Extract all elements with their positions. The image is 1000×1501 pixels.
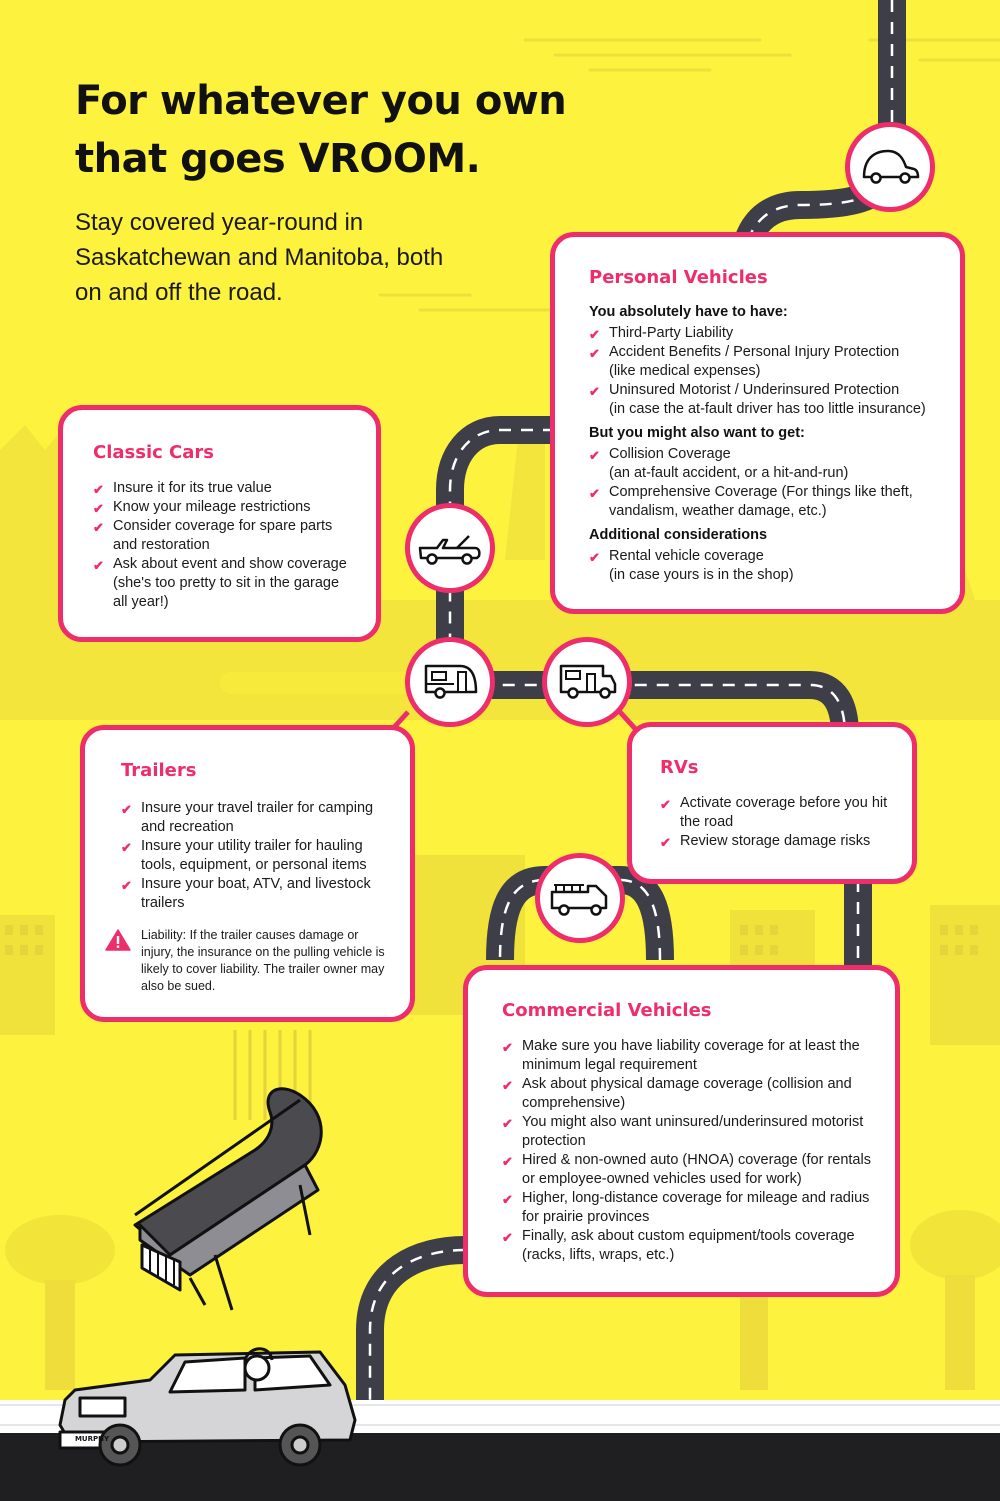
check-icon: ✔	[589, 384, 600, 399]
check-icon: ✔	[121, 840, 132, 855]
check-icon: ✔	[502, 1154, 513, 1169]
scenery-windows	[5, 925, 978, 955]
list-item: ✔Consider coverage for spare parts and r…	[93, 518, 333, 553]
check-icon: ✔	[121, 878, 132, 893]
warning-icon	[105, 929, 131, 951]
card-classic-cars: Classic Cars ✔Insure it for its true val…	[58, 405, 381, 642]
list-item: ✔Activate coverage before you hit the ro…	[660, 795, 888, 830]
list-item: ✔Comprehensive Coverage (For things like…	[589, 484, 913, 519]
list-item: ✔Ask about physical damage coverage (col…	[502, 1076, 852, 1111]
list-item: ✔Review storage damage risks	[660, 833, 871, 850]
card-title: Classic Cars	[93, 442, 215, 463]
section-heading: Additional considerations	[589, 527, 768, 543]
check-icon: ✔	[93, 520, 104, 535]
card-trailers: Trailers ✔Insure your travel trailer for…	[80, 725, 415, 1022]
title-line-1: For whatever you own	[75, 78, 567, 124]
check-icon: ✔	[93, 482, 104, 497]
check-icon: ✔	[502, 1192, 513, 1207]
list-item: ✔Uninsured Motorist / Underinsured Prote…	[589, 382, 926, 417]
list-item: ✔Finally, ask about custom equipment/too…	[502, 1228, 855, 1263]
title-line-2: that goes VROOM.	[75, 136, 481, 182]
section-heading: You absolutely have to have:	[589, 304, 788, 320]
classic-list: ✔Insure it for its true value ✔Know your…	[93, 479, 356, 612]
scenery-lower-trees	[5, 1210, 1000, 1390]
list-item: ✔Insure your boat, ATV, and livestock tr…	[121, 876, 371, 911]
page-subtitle: Stay covered year-round in Saskatchewan …	[75, 209, 444, 306]
card-title: Trailers	[121, 760, 197, 781]
list-item: ✔Ask about event and show coverage (she'…	[93, 556, 347, 610]
badge-trailer	[405, 637, 495, 727]
list-item: ✔Hired & non-owned auto (HNOA) coverage …	[502, 1152, 871, 1187]
convertible-icon	[418, 535, 481, 565]
piano-icon	[133, 1087, 323, 1311]
truck-icon	[550, 884, 608, 916]
check-icon: ✔	[93, 501, 104, 516]
list-item: ✔Rental vehicle coverage(in case yours i…	[589, 548, 794, 583]
rv-icon	[559, 664, 617, 699]
check-icon: ✔	[660, 835, 671, 850]
check-icon: ✔	[121, 802, 132, 817]
badge-rv	[542, 637, 632, 727]
check-icon: ✔	[502, 1078, 513, 1093]
check-icon: ✔	[502, 1040, 513, 1055]
list-item: ✔Third-Party Liability	[589, 325, 734, 342]
badge-classic-car	[405, 503, 495, 593]
street	[0, 1433, 1000, 1501]
check-icon: ✔	[589, 550, 600, 565]
list-item: ✔Collision Coverage(an at-fault accident…	[589, 446, 849, 481]
check-icon: ✔	[589, 448, 600, 463]
optional-list: ✔Collision Coverage(an at-fault accident…	[589, 445, 940, 521]
check-icon: ✔	[589, 327, 600, 342]
check-icon: ✔	[660, 797, 671, 812]
license-plate: MURPHY	[74, 1435, 110, 1443]
check-icon: ✔	[589, 346, 600, 361]
list-item: ✔Insure your utility trailer for hauling…	[121, 838, 367, 873]
additional-list: ✔Rental vehicle coverage(in case yours i…	[589, 547, 940, 585]
list-item: ✔Insure your travel trailer for camping …	[121, 800, 374, 835]
list-item: ✔Make sure you have liability coverage f…	[502, 1038, 860, 1073]
badge-personal-vehicle	[845, 122, 935, 212]
card-title: Commercial Vehicles	[502, 1000, 712, 1021]
list-item: ✔Insure it for its true value	[93, 480, 272, 497]
rvs-list: ✔Activate coverage before you hit the ro…	[660, 794, 892, 851]
list-item: ✔Accident Benefits / Personal Injury Pro…	[589, 344, 900, 379]
check-icon: ✔	[502, 1116, 513, 1131]
list-item: ✔Know your mileage restrictions	[93, 499, 311, 516]
list-item: ✔Higher, long-distance coverage for mile…	[502, 1190, 870, 1225]
liability-warning: Liability: If the trailer causes damage …	[105, 927, 390, 995]
trailer-icon	[424, 664, 478, 699]
car-icon	[862, 149, 920, 184]
check-icon: ✔	[589, 486, 600, 501]
badge-commercial-vehicle	[535, 853, 625, 943]
card-rvs: RVs ✔Activate coverage before you hit th…	[627, 722, 917, 884]
card-title: Personal Vehicles	[589, 267, 768, 288]
section-heading: But you might also want to get:	[589, 425, 805, 441]
car-icon	[58, 1347, 357, 1467]
card-personal-vehicles: Personal Vehicles You absolutely have to…	[550, 232, 965, 614]
card-title: RVs	[660, 757, 699, 778]
commercial-list: ✔Make sure you have liability coverage f…	[502, 1037, 875, 1265]
card-commercial-vehicles: Commercial Vehicles ✔Make sure you have …	[463, 965, 900, 1297]
page-title: For whatever you own that goes VROOM.	[75, 72, 595, 188]
required-list: ✔Third-Party Liability ✔Accident Benefit…	[589, 324, 940, 419]
check-icon: ✔	[502, 1230, 513, 1245]
trailers-list: ✔Insure your travel trailer for camping …	[121, 799, 390, 913]
check-icon: ✔	[93, 558, 104, 573]
list-item: ✔You might also want uninsured/underinsu…	[502, 1114, 864, 1149]
